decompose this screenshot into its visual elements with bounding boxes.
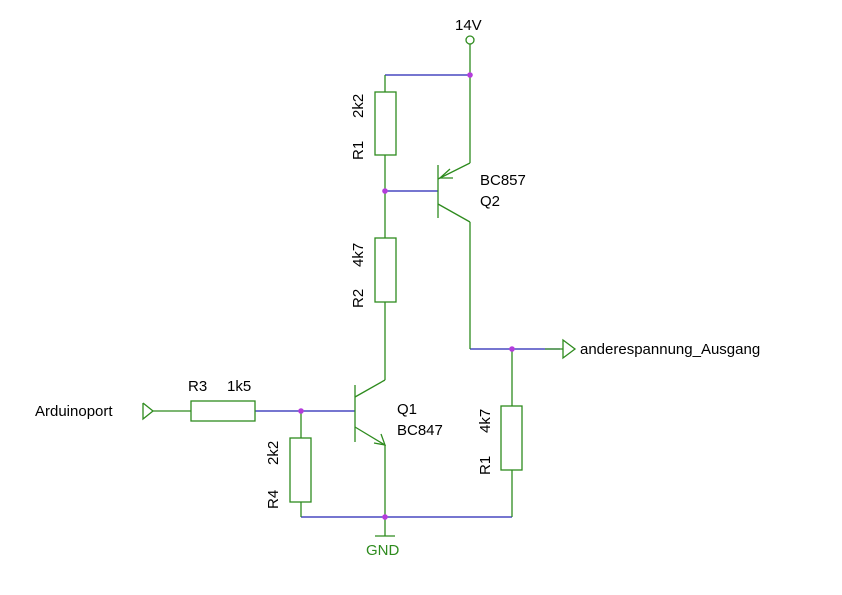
junction-supply bbox=[467, 72, 473, 78]
components bbox=[142, 35, 577, 537]
output-port-label: anderespannung_Ausgang bbox=[580, 341, 760, 358]
resistor-r3 bbox=[190, 400, 256, 422]
ground-label: GND bbox=[366, 542, 400, 559]
q2-name-label: Q2 bbox=[480, 193, 500, 210]
junctions bbox=[298, 72, 515, 520]
junction-output bbox=[509, 346, 515, 352]
r2-name-label: R2 bbox=[350, 289, 367, 308]
input-port-label: Arduinoport bbox=[35, 403, 113, 420]
q1-collector bbox=[354, 379, 386, 398]
output-port-icon bbox=[562, 338, 577, 360]
supply-pin-icon bbox=[465, 35, 475, 45]
r1-top-name-label: R1 bbox=[350, 141, 367, 160]
r1-out-value-label: 4k7 bbox=[477, 409, 494, 433]
resistor-r2 bbox=[374, 237, 397, 303]
q1-name-label: Q1 bbox=[397, 401, 417, 418]
transistor-q2 bbox=[437, 75, 471, 349]
resistor-r4 bbox=[289, 437, 312, 503]
transistor-q1 bbox=[354, 379, 386, 536]
r3-value-label: 1k5 bbox=[227, 378, 251, 395]
q1-emitter bbox=[354, 426, 386, 446]
junction-q1-base bbox=[298, 408, 304, 414]
r1-top-value-label: 2k2 bbox=[350, 94, 367, 118]
input-port-icon bbox=[142, 402, 155, 421]
r4-name-label: R4 bbox=[265, 490, 282, 509]
resistor-r1-out bbox=[500, 405, 523, 471]
labels: 14V GND Arduinoport anderespannung_Ausga… bbox=[35, 17, 760, 559]
r2-value-label: 4k7 bbox=[350, 243, 367, 267]
q1-part-label: BC847 bbox=[397, 422, 443, 439]
junction-ground bbox=[382, 514, 388, 520]
resistor-r1-top bbox=[374, 91, 397, 156]
q2-emitter-arrow-icon bbox=[438, 168, 453, 179]
r3-name-label: R3 bbox=[188, 378, 207, 395]
q2-collector bbox=[437, 203, 471, 223]
q2-part-label: BC857 bbox=[480, 172, 526, 189]
r4-value-label: 2k2 bbox=[265, 441, 282, 465]
junction-q2-base bbox=[382, 188, 388, 194]
r1-out-name-label: R1 bbox=[477, 456, 494, 475]
supply-label: 14V bbox=[455, 17, 482, 34]
wires bbox=[255, 74, 560, 518]
q2-emitter bbox=[437, 162, 471, 180]
